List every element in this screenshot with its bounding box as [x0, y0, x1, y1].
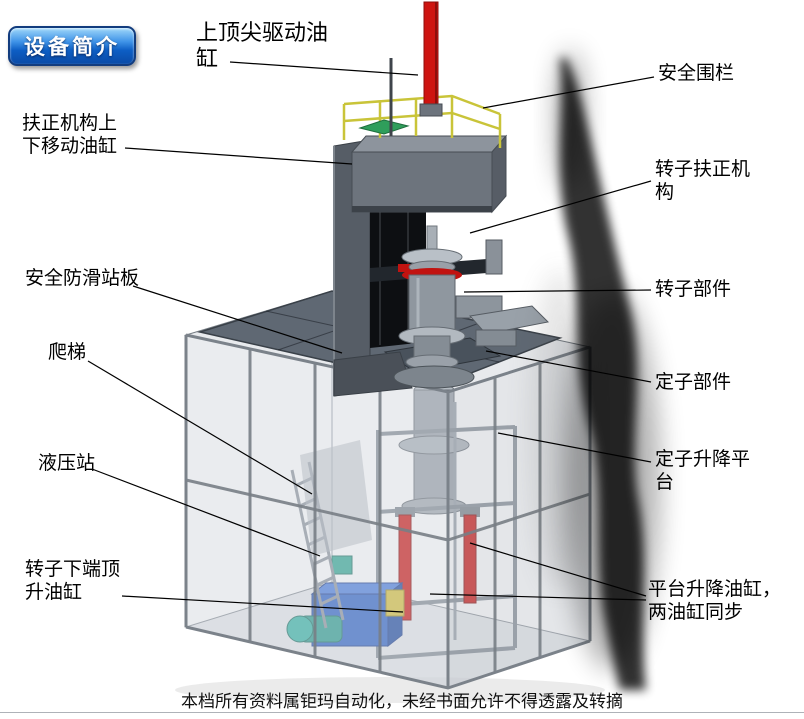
label-rotor-centering-mechanism: 转子扶正机构 [655, 159, 751, 203]
green-deck-plate [358, 119, 410, 135]
label-hydraulic-station: 液压站 [38, 453, 96, 474]
misc-equipment [300, 440, 372, 556]
top-drive-cylinder-rod [419, 1, 443, 117]
inner-structure [286, 383, 517, 660]
title-badge: 设备简介 [8, 26, 136, 66]
ground-shadow [175, 677, 605, 703]
label-ladder: 爬梯 [48, 342, 87, 363]
leader-lines [87, 61, 655, 613]
label-safety-fence: 安全围栏 [658, 63, 735, 84]
rotor-assembly [393, 225, 475, 389]
label-centering-move-cylinder: 扶正机构上下移动油缸 [22, 113, 118, 157]
title-badge-label: 设备简介 [24, 36, 120, 59]
label-rotor-jack-cylinder: 转子下端顶升油缸 [25, 559, 121, 603]
stator-top-fixture [455, 295, 550, 347]
label-antislip-plate: 安全防滑站板 [25, 268, 140, 289]
copyright-notice: 本档所有资料属钜玛自动化，未经书面允许不得透露及转摘 [181, 692, 623, 711]
head-box [350, 134, 508, 214]
safety-railing [342, 94, 502, 148]
label-stator-lift-platform: 定子升降平台 [655, 449, 751, 493]
label-top-drive-cylinder: 上顶尖驱动油缸 [196, 20, 329, 71]
ink-smudge [530, 50, 660, 690]
platform-lift-cylinders [395, 507, 480, 621]
label-rotor-part: 转子部件 [655, 279, 732, 300]
label-platform-lift-cylinders: 平台升降油缸，两油缸同步 [648, 579, 782, 623]
label-stator-part: 定子部件 [655, 372, 732, 393]
